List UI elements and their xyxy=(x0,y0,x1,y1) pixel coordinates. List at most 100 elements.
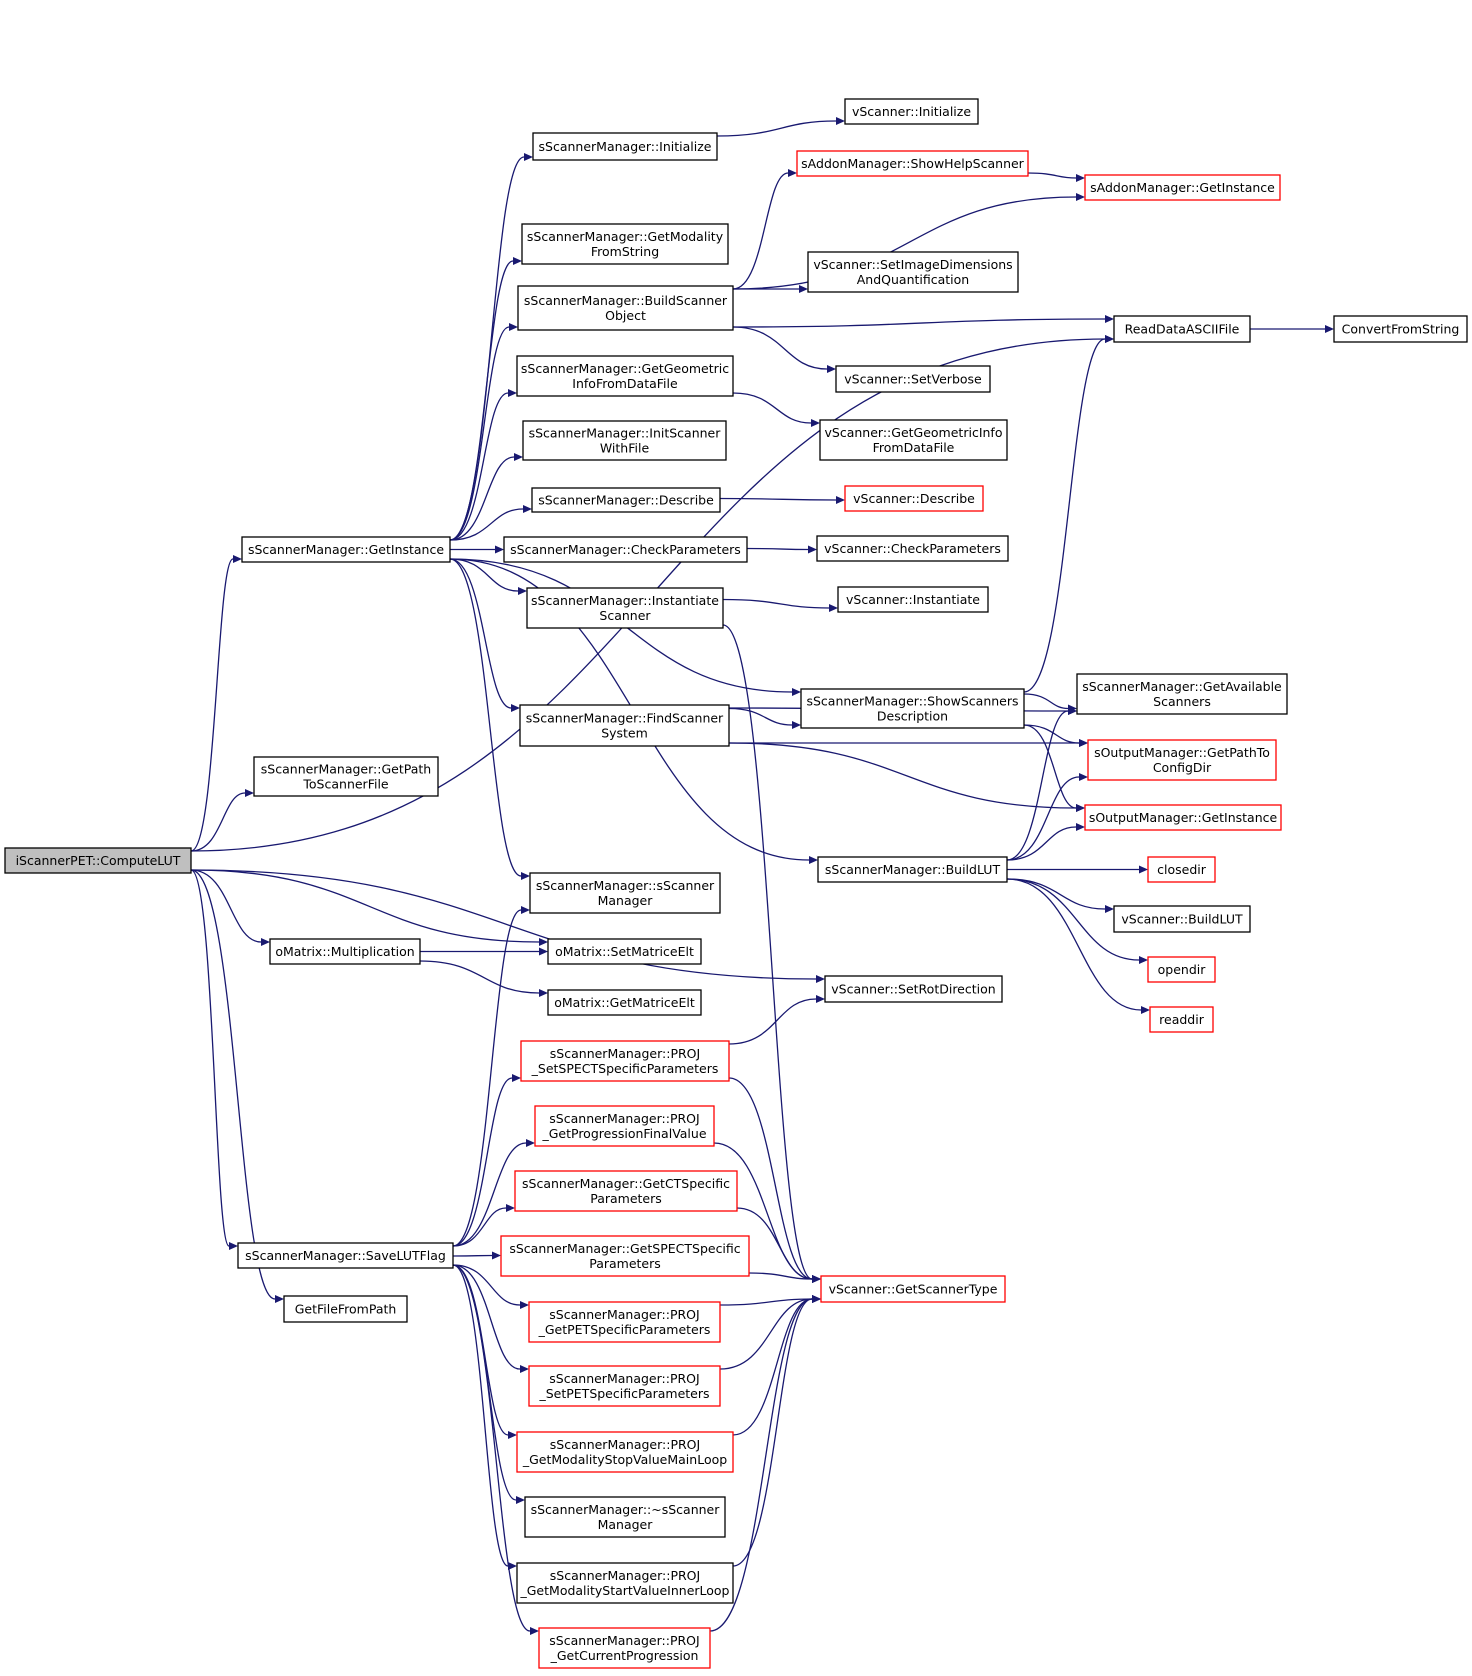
arrowhead xyxy=(1076,823,1085,831)
node-vSetImageDims[interactable]: vScanner::SetImageDimensionsAndQuantific… xyxy=(807,251,1019,293)
node-box xyxy=(547,989,702,1016)
node-smProjSetPET[interactable]: sScannerManager::PROJ_SetPETSpecificPara… xyxy=(528,1365,721,1407)
node-root[interactable]: iScannerPET::ComputeLUT xyxy=(4,847,192,874)
node-omSetElt[interactable]: oMatrix::SetMatriceElt xyxy=(547,938,702,965)
node-label: sOutputManager::GetPathTo xyxy=(1094,745,1270,760)
node-readdir[interactable]: readdir xyxy=(1149,1006,1214,1033)
arrowhead xyxy=(799,285,808,293)
node-smProjStopMain[interactable]: sScannerManager::PROJ_GetModalityStopVal… xyxy=(516,1431,734,1473)
node-smInitialize[interactable]: sScannerManager::Initialize xyxy=(532,132,718,161)
node-smProjSetSPECT[interactable]: sScannerManager::PROJ_SetSPECTSpecificPa… xyxy=(520,1040,730,1082)
node-closedir[interactable]: closedir xyxy=(1147,856,1216,883)
arrowhead xyxy=(514,453,523,461)
node-label: sOutputManager::GetInstance xyxy=(1089,810,1278,825)
edge-smBuildLUT-to-smGetAvailable xyxy=(1006,710,1069,861)
node-smProjGetProgFinal[interactable]: sScannerManager::PROJ_GetProgressionFina… xyxy=(534,1105,715,1147)
node-label: _GetModalityStopValueMainLoop xyxy=(522,1452,727,1467)
node-smBuildLUT[interactable]: sScannerManager::BuildLUT xyxy=(817,856,1008,883)
node-box xyxy=(1076,673,1288,715)
node-smGetSPECT[interactable]: sScannerManager::GetSPECTSpecificParamet… xyxy=(500,1235,750,1277)
node-box xyxy=(529,872,721,914)
arrowhead xyxy=(539,989,548,997)
arrowhead xyxy=(1076,193,1085,201)
node-smDtor[interactable]: sScannerManager::~sScannerManager xyxy=(524,1496,726,1538)
node-smDescribe[interactable]: sScannerManager::Describe xyxy=(531,487,721,513)
node-smCheckParams[interactable]: sScannerManager::CheckParameters xyxy=(503,536,748,563)
node-box xyxy=(820,1275,1006,1303)
edge-smProjCurrentProg-to-vGetScannerType xyxy=(709,1298,813,1632)
edge-smBuildLUT-to-vBuildLUT xyxy=(1006,878,1106,910)
node-label: sScannerManager::Instantiate xyxy=(531,593,719,608)
node-box xyxy=(237,1242,454,1269)
node-vCheckParams[interactable]: vScanner::CheckParameters xyxy=(816,535,1009,562)
edge-smInitialize-to-vInitialize xyxy=(716,120,837,137)
arrowhead xyxy=(816,995,825,1003)
node-vDescribe[interactable]: vScanner::Describe xyxy=(844,485,984,512)
node-omGetInstance[interactable]: sOutputManager::GetInstance xyxy=(1084,804,1282,831)
node-box xyxy=(516,355,734,397)
node-label: Manager xyxy=(598,893,654,908)
node-vGetScannerType[interactable]: vScanner::GetScannerType xyxy=(820,1275,1006,1303)
node-label: vScanner::Initialize xyxy=(852,104,971,119)
node-label: ReadDataASCIIFile xyxy=(1125,322,1240,337)
node-label: vScanner::BuildLUT xyxy=(1121,912,1243,927)
node-smProjGetPET[interactable]: sScannerManager::PROJ_GetPETSpecificPara… xyxy=(528,1301,721,1343)
node-convertFromString[interactable]: ConvertFromString xyxy=(1333,315,1468,343)
node-box xyxy=(520,1040,730,1082)
arrowhead xyxy=(508,389,517,397)
arrowhead xyxy=(508,1562,517,1570)
node-label: oMatrix::GetMatriceElt xyxy=(554,995,695,1010)
node-box xyxy=(503,536,748,563)
node-smProjStartInner[interactable]: sScannerManager::PROJ_GetModalityStartVa… xyxy=(516,1562,734,1604)
node-vBuildLUT[interactable]: vScanner::BuildLUT xyxy=(1113,905,1251,933)
edge-smFindScanner-to-smShowScanners xyxy=(728,707,793,726)
node-label: sScannerManager::PROJ xyxy=(550,1046,700,1061)
node-vInstantiate[interactable]: vScanner::Instantiate xyxy=(837,586,989,613)
node-vInitialize[interactable]: vScanner::Initialize xyxy=(844,98,979,125)
node-box xyxy=(521,223,729,265)
node-label: oMatrix::SetMatriceElt xyxy=(555,944,694,959)
node-smProjCurrentProg[interactable]: sScannerManager::PROJ_GetCurrentProgress… xyxy=(538,1627,711,1669)
edge-smGetInstance-to-smDescribe xyxy=(449,508,524,541)
node-box xyxy=(516,1431,734,1473)
node-vSetRot[interactable]: vScanner::SetRotDirection xyxy=(824,975,1003,1003)
edge-smProjSetSPECT-to-vGetScannerType xyxy=(728,1077,813,1280)
node-omGetElt[interactable]: oMatrix::GetMatriceElt xyxy=(547,989,702,1016)
arrowhead xyxy=(1325,325,1334,333)
node-omMult[interactable]: oMatrix::Multiplication xyxy=(269,938,421,965)
edge-root-to-getFileFromPath xyxy=(190,869,276,1300)
node-readDataAscii[interactable]: ReadDataASCIIFile xyxy=(1113,315,1251,343)
node-smSaveLUT[interactable]: sScannerManager::SaveLUTFlag xyxy=(237,1242,454,1269)
node-label: Object xyxy=(605,308,646,323)
node-smGetGeometric[interactable]: sScannerManager::GetGeometricInfoFromDat… xyxy=(516,355,734,397)
arrowhead xyxy=(526,1139,535,1147)
node-smCtor[interactable]: sScannerManager::sScannerManager xyxy=(529,872,721,914)
node-amShowHelp[interactable]: sAddonManager::ShowHelpScanner xyxy=(796,150,1029,177)
node-label: vScanner::Instantiate xyxy=(846,592,980,607)
arrowhead xyxy=(275,1295,284,1303)
node-box xyxy=(528,1365,721,1407)
node-amGetInstance[interactable]: sAddonManager::GetInstance xyxy=(1084,174,1281,201)
node-smGetInstance[interactable]: sScannerManager::GetInstance xyxy=(241,536,451,563)
node-label: sScannerManager::GetModality xyxy=(527,229,724,244)
arrowhead xyxy=(521,906,530,914)
node-vSetVerbose[interactable]: vScanner::SetVerbose xyxy=(835,365,991,393)
node-label: sScannerManager::FindScanner xyxy=(526,711,724,726)
arrowhead xyxy=(511,704,520,712)
node-opendir[interactable]: opendir xyxy=(1147,956,1216,983)
node-getFileFromPath[interactable]: GetFileFromPath xyxy=(283,1295,408,1323)
edge-smBuildScanner-to-amGetInstance xyxy=(732,196,1077,290)
edge-smSaveLUT-to-smProjSetSPECT xyxy=(452,1077,513,1247)
arrowhead xyxy=(520,1301,529,1309)
